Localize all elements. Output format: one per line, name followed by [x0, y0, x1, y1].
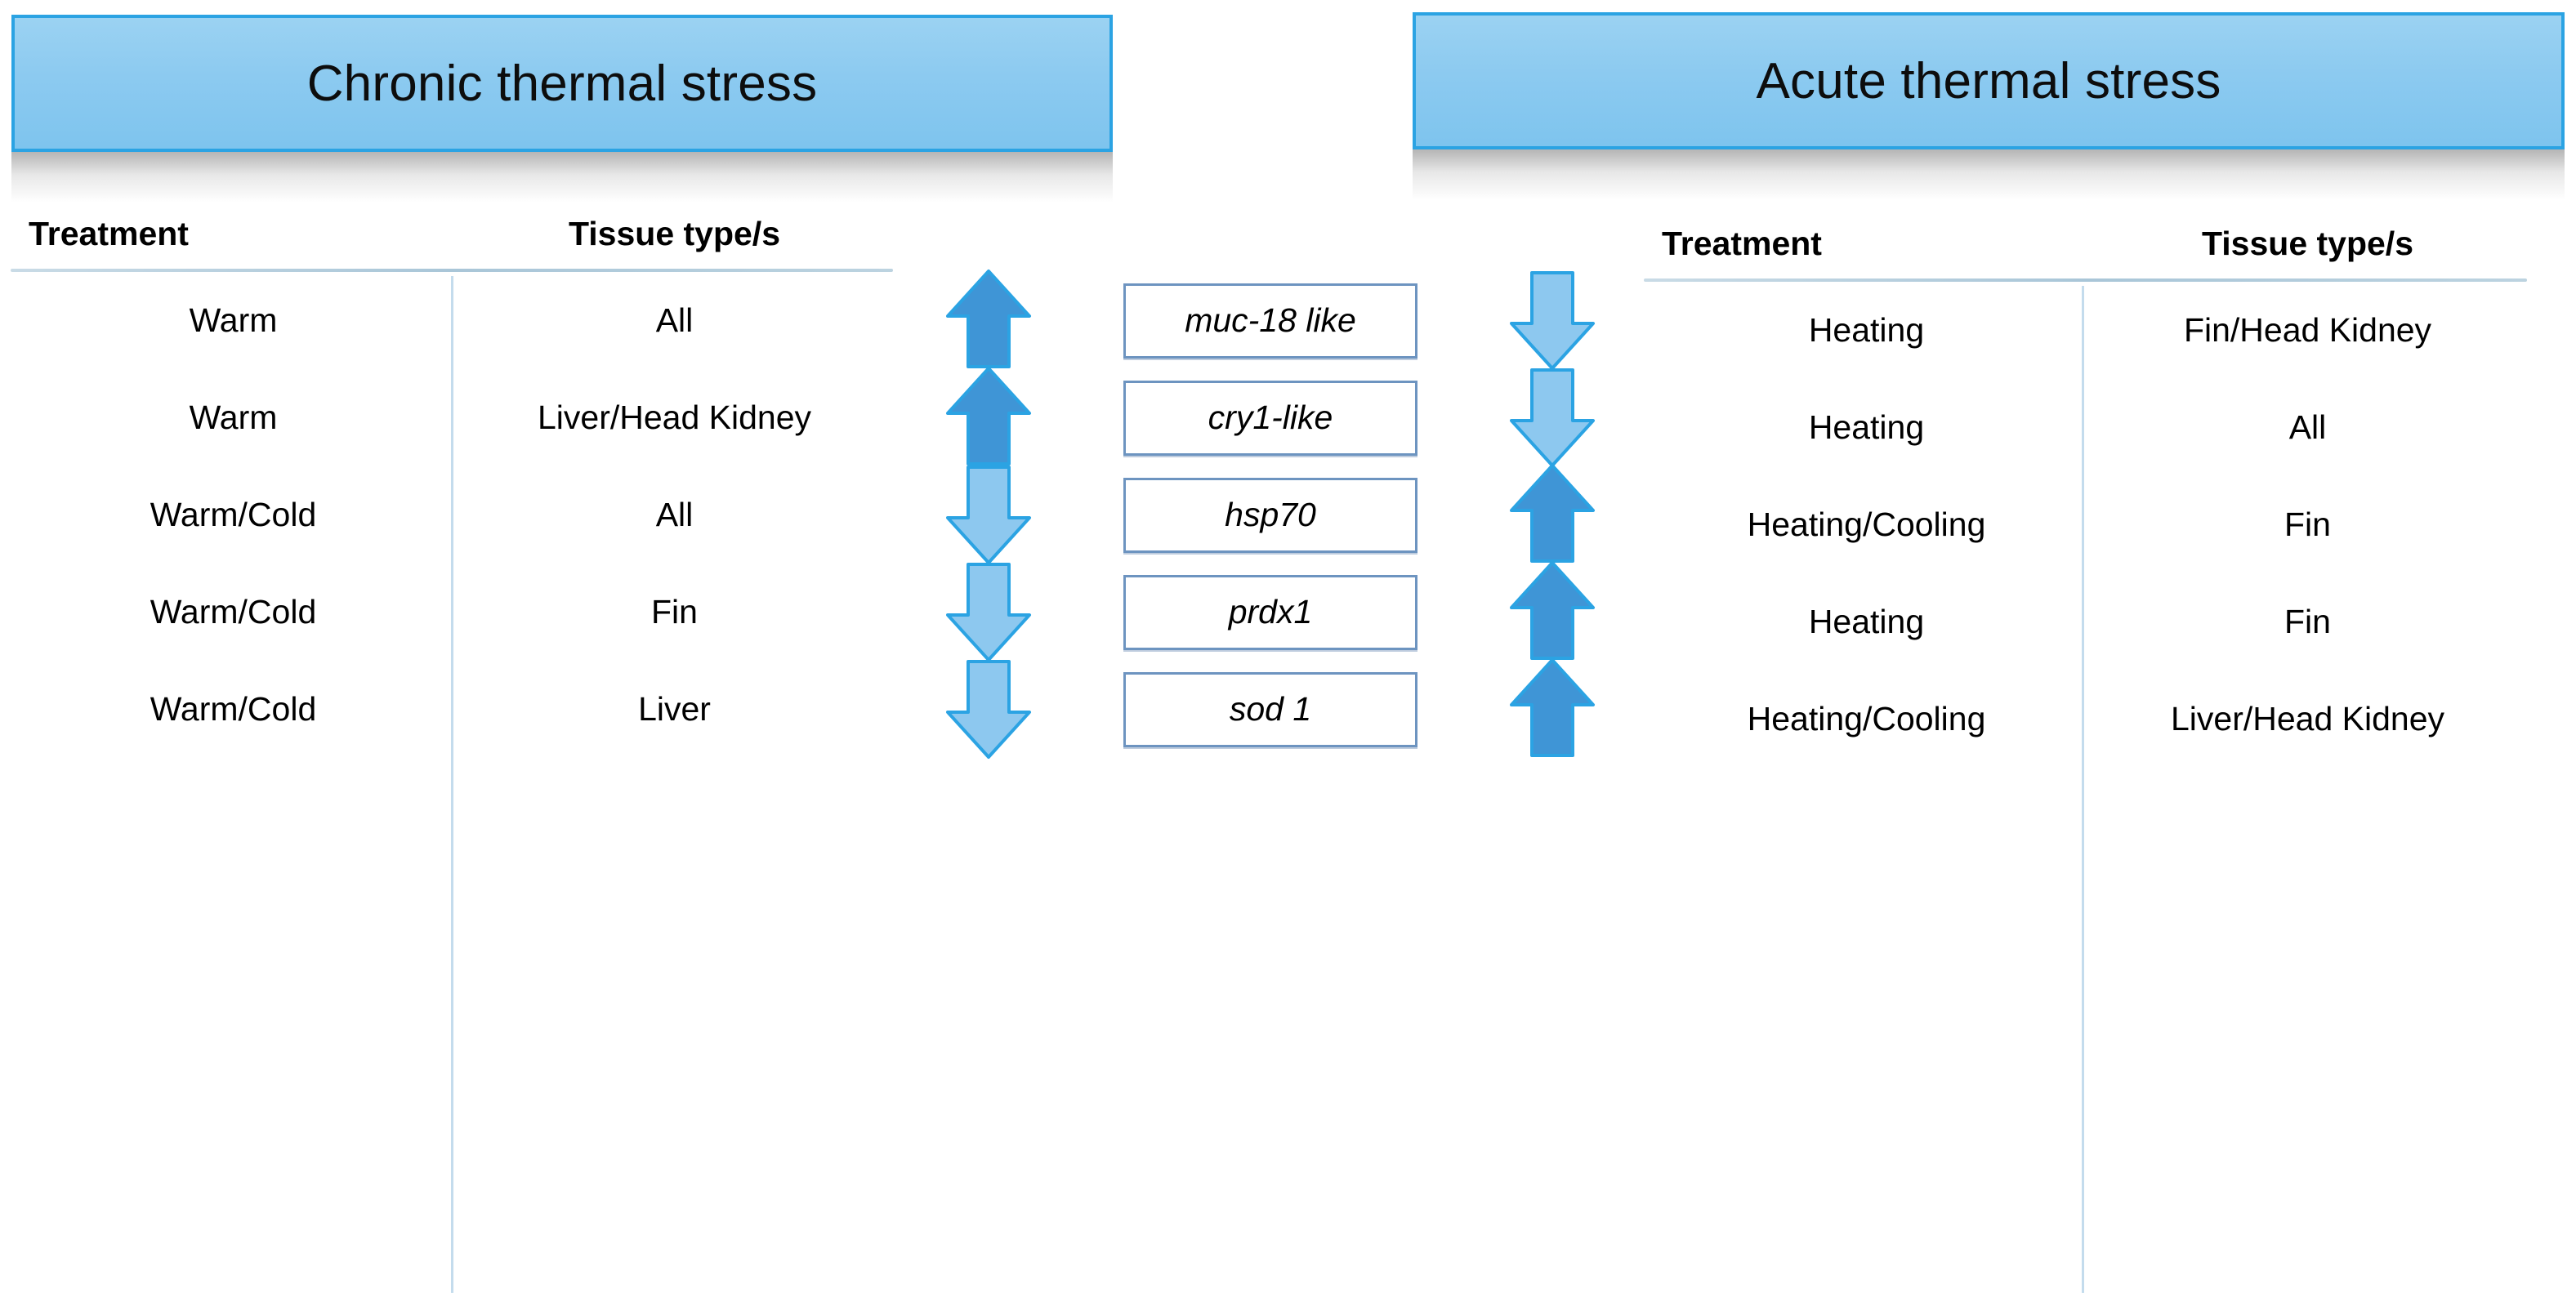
- cell-treatment: Warm/Cold: [150, 593, 317, 630]
- cell-treatment: Heating: [1808, 603, 1925, 640]
- left-header-rule: [11, 269, 893, 272]
- cell-treatment: Heating/Cooling: [1747, 700, 1986, 737]
- right-table-header-row: Treatment Tissue type/s: [1644, 206, 2527, 282]
- table-row: Warm/Cold Fin: [11, 564, 893, 661]
- gene-name: cry1-like: [1208, 399, 1333, 436]
- right-banner: Acute thermal stress: [1413, 12, 2565, 149]
- table-row: Heating/Cooling Liver/Head Kidney: [1644, 671, 2527, 768]
- gene-name: sod 1: [1229, 690, 1312, 728]
- table-row: Heating/Cooling Fin: [1644, 476, 2527, 573]
- cell-treatment: Heating/Cooling: [1747, 506, 1986, 543]
- arrow-up-icon: [1495, 658, 1609, 758]
- arrow-up-icon: [931, 270, 1046, 369]
- right-table-body: Heating Fin/Head Kidney Heating All Heat…: [1644, 282, 2527, 768]
- chronic-stress-table: Treatment Tissue type/s Warm All Warm Li…: [11, 196, 893, 758]
- arrow-down-icon: [1495, 271, 1609, 370]
- cell-tissue: Fin: [2284, 506, 2331, 543]
- table-row: Heating Fin/Head Kidney: [1644, 282, 2527, 379]
- arrow-up-icon: [1495, 561, 1609, 661]
- arrow-down-icon: [931, 563, 1046, 662]
- arrow-up-icon: [931, 367, 1046, 466]
- cell-tissue: Fin: [2284, 603, 2331, 640]
- cell-treatment: Warm: [189, 399, 278, 436]
- cell-treatment: Heating: [1808, 408, 1925, 446]
- gene-row: prdx1: [931, 561, 1609, 662]
- gene-name: hsp70: [1225, 496, 1316, 533]
- gene-box: prdx1: [1123, 574, 1417, 650]
- arrow-down-icon: [931, 660, 1046, 759]
- arrow-up-icon: [1495, 464, 1609, 564]
- right-table-column-divider: [2082, 286, 2084, 1293]
- table-row: Heating Fin: [1644, 573, 2527, 671]
- arrow-down-icon: [931, 466, 1046, 564]
- left-banner-shadow: [11, 152, 1113, 203]
- gene-row: hsp70: [931, 464, 1609, 564]
- cell-treatment: Warm: [189, 301, 278, 339]
- cell-tissue: Liver/Head Kidney: [537, 399, 812, 436]
- gene-box: cry1-like: [1123, 380, 1417, 456]
- table-row: Warm All: [11, 272, 893, 369]
- right-header-tissue: Tissue type/s: [2201, 225, 2414, 262]
- table-row: Warm Liver/Head Kidney: [11, 369, 893, 466]
- gene-row: cry1-like: [931, 367, 1609, 467]
- cell-tissue: Liver: [638, 690, 711, 728]
- cell-tissue: Fin: [651, 593, 698, 630]
- cell-tissue: All: [655, 301, 694, 339]
- cell-tissue: Liver/Head Kidney: [2170, 700, 2445, 737]
- acute-stress-table: Treatment Tissue type/s Heating Fin/Head…: [1644, 206, 2527, 768]
- cell-tissue: All: [2288, 408, 2327, 446]
- right-banner-shadow: [1413, 149, 2565, 200]
- table-row: Heating All: [1644, 379, 2527, 476]
- cell-treatment: Heating: [1808, 311, 1925, 349]
- gene-name: prdx1: [1228, 593, 1313, 630]
- gene-box: hsp70: [1123, 477, 1417, 553]
- left-table-body: Warm All Warm Liver/Head Kidney Warm/Col…: [11, 272, 893, 758]
- gene-row: muc-18 like: [931, 270, 1609, 370]
- table-row: Warm/Cold All: [11, 466, 893, 564]
- left-header-treatment: Treatment: [29, 215, 189, 252]
- gene-row: sod 1: [931, 658, 1609, 759]
- cell-tissue: All: [655, 496, 694, 533]
- left-table-header-row: Treatment Tissue type/s: [11, 196, 893, 272]
- table-row: Warm/Cold Liver: [11, 661, 893, 758]
- gene-name: muc-18 like: [1185, 301, 1356, 339]
- cell-treatment: Warm/Cold: [150, 496, 317, 533]
- cell-treatment: Warm/Cold: [150, 690, 317, 728]
- right-header-treatment: Treatment: [1662, 225, 1822, 262]
- arrow-down-icon: [1495, 368, 1609, 467]
- right-header-rule: [1644, 278, 2527, 282]
- cell-tissue: Fin/Head Kidney: [2183, 311, 2432, 349]
- gene-box: muc-18 like: [1123, 283, 1417, 359]
- gene-regulation-column: muc-18 like cry1-like: [931, 196, 1609, 759]
- left-banner-title: Chronic thermal stress: [306, 55, 818, 112]
- left-table-column-divider: [451, 276, 453, 1293]
- gene-box: sod 1: [1123, 671, 1417, 747]
- left-banner: Chronic thermal stress: [11, 15, 1113, 152]
- left-header-tissue: Tissue type/s: [568, 215, 781, 252]
- right-banner-title: Acute thermal stress: [1756, 52, 2221, 109]
